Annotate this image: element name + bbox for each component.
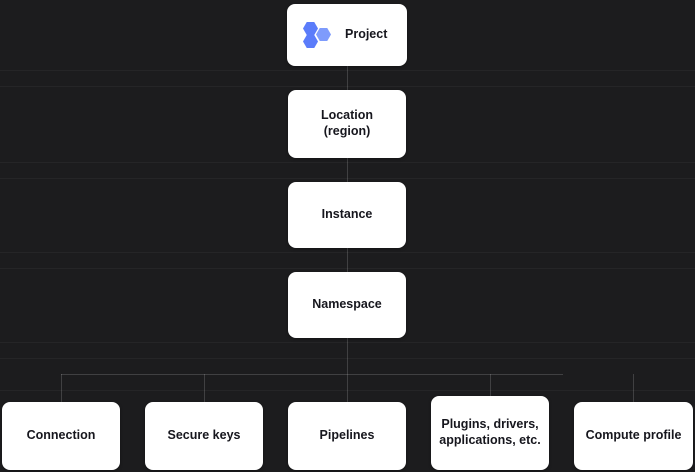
connector-bus-connection [61,374,62,402]
node-label: Secure keys [167,428,241,443]
node-namespace[interactable]: Namespace [288,272,406,338]
node-project[interactable]: Project [287,4,407,66]
node-label: Instance [321,207,373,222]
background-line [0,252,695,253]
connector-bus-plugins [490,374,491,396]
background-line [0,342,695,343]
node-label: Project [345,27,388,42]
node-location[interactable]: Location (region) [288,90,406,158]
node-pipelines[interactable]: Pipelines [288,402,406,470]
node-instance[interactable]: Instance [288,182,406,248]
connector-project-location [347,66,348,90]
node-secure-keys[interactable]: Secure keys [145,402,263,470]
node-plugins[interactable]: Plugins, drivers, applications, etc. [431,396,549,470]
node-connection[interactable]: Connection [2,402,120,470]
background-line [0,358,695,359]
background-line [0,86,695,87]
connector-bus-horizontal [61,374,563,375]
hexagon-cluster-icon [303,20,335,50]
connector-bus-pipelines [347,374,348,402]
connector-bus-compute-profile [633,374,634,402]
node-label: Location (region) [320,108,374,138]
node-label: Pipelines [319,428,375,443]
background-line [0,390,695,391]
background-line [0,70,695,71]
connector-location-instance [347,158,348,182]
node-label: Compute profile [585,428,682,443]
connector-namespace-bus [347,338,348,374]
node-label: Connection [26,428,96,443]
node-label: Namespace [312,297,382,312]
background-line [0,268,695,269]
connector-instance-namespace [347,248,348,272]
background-line [0,162,695,163]
node-label: Plugins, drivers, applications, etc. [439,417,541,447]
node-compute-profile[interactable]: Compute profile [574,402,693,470]
background-line [0,178,695,179]
connector-bus-secure-keys [204,374,205,402]
